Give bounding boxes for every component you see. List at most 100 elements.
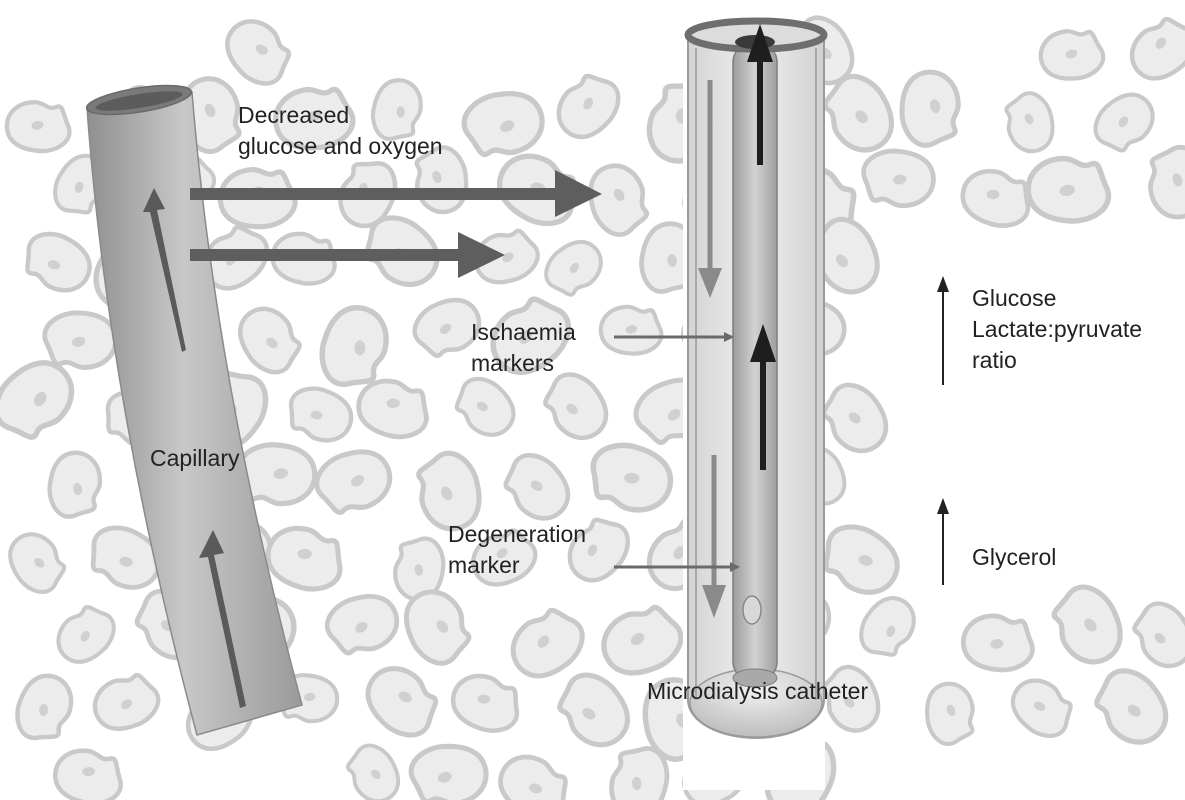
cell-nucleus (354, 340, 366, 356)
tissue-cell (1004, 91, 1055, 154)
cell-nucleus (892, 174, 907, 185)
tissue-cell (859, 596, 916, 657)
tissue-cell (365, 666, 439, 738)
tissue-cell (454, 376, 516, 437)
cell-nucleus (630, 632, 645, 646)
outer-flow-arrow-lower-icon (702, 585, 726, 618)
inner-flow-arrow-top-icon (747, 24, 773, 62)
cell-nucleus (569, 262, 579, 273)
tissue-cell (1093, 92, 1155, 153)
tissue-cell (404, 589, 472, 666)
cell-nucleus (613, 188, 625, 201)
cell-nucleus (1065, 49, 1078, 59)
capillary-flow-arrow-upper-icon (143, 188, 186, 352)
cell-nucleus (34, 391, 47, 407)
cell-nucleus (667, 253, 677, 268)
ischaemia-label-line-2: markers (471, 350, 555, 376)
capillary-label-text: Capillary (150, 445, 240, 471)
diffusion-arrows (190, 170, 602, 278)
cell-nucleus (519, 329, 532, 344)
tissue-cell (1094, 668, 1169, 745)
decreased-label-line-2: glucose and oxygen (238, 133, 443, 159)
cell-nucleus (496, 548, 508, 559)
cell-nucleus (500, 120, 515, 132)
tissue-cell (345, 743, 401, 800)
cell-nucleus (414, 564, 423, 576)
glucose-group-label: Glucose Lactate:pyruvate ratio (972, 283, 1142, 376)
glycerol-label-text: Glycerol (972, 544, 1057, 570)
cell-nucleus (835, 254, 849, 268)
cell-nucleus (1127, 704, 1141, 717)
cell-nucleus (1059, 184, 1075, 197)
tissue-cell (490, 296, 572, 375)
cell-nucleus (566, 403, 578, 415)
cell-nucleus (371, 769, 381, 780)
decreased-label-line-1: Decreased (238, 102, 350, 128)
tissue-cell (25, 231, 92, 293)
cell-nucleus (667, 408, 681, 421)
cell-nucleus (537, 635, 550, 648)
cell-nucleus (624, 472, 640, 484)
diffusion-arrow-lower-shaft (190, 249, 462, 261)
tissue-cell (609, 746, 670, 800)
tissue-cell (273, 86, 356, 151)
tissue-cell (567, 517, 630, 583)
tissue-cell (544, 239, 603, 297)
degeneration-label-line-2: marker (448, 552, 520, 578)
cell-nucleus (673, 546, 686, 560)
cell-nucleus (631, 776, 642, 791)
cell-nucleus (886, 625, 896, 637)
cell-nucleus (1155, 37, 1166, 49)
diffusion-arrow-upper-icon (555, 170, 602, 217)
tissue-cell (15, 673, 74, 741)
capillary-flow-arrow-lower-icon (199, 530, 246, 708)
tissue-cell (371, 78, 423, 141)
tissue-cell (1148, 145, 1185, 220)
capillary-label: Capillary (150, 443, 239, 474)
tissue-cell (8, 532, 67, 595)
cell-nucleus (398, 691, 412, 703)
tissue-cell (265, 525, 343, 592)
cell-nucleus (1033, 701, 1046, 711)
cell-nucleus (440, 323, 452, 335)
catheter-label: Microdialysis catheter (647, 676, 868, 707)
tissue-cell (899, 69, 961, 148)
diffusion-arrow-lower-icon (458, 232, 505, 278)
tissue-cell (543, 372, 609, 441)
cell-nucleus (582, 707, 596, 720)
cell-nucleus (386, 398, 400, 409)
catheter-pore (742, 595, 762, 625)
cell-nucleus (306, 110, 322, 122)
tissue-cell (960, 613, 1035, 673)
cell-nucleus (351, 475, 364, 487)
tissue-cell (42, 310, 119, 370)
lactate-pyruvate-label-line: Lactate:pyruvate (972, 316, 1143, 342)
cell-nucleus (297, 548, 312, 560)
tissue-cell (820, 664, 881, 733)
cell-nucleus (1172, 173, 1183, 187)
glycerol-label: Glycerol (972, 542, 1056, 573)
tissue-cell (408, 743, 489, 800)
cell-nucleus (310, 410, 323, 420)
cell-nucleus (355, 622, 368, 633)
increase-indicators (937, 276, 949, 585)
cell-nucleus (441, 486, 453, 501)
ischaemia-label: Ischaemia markers (471, 317, 576, 379)
catheter-label-text: Microdialysis catheter (647, 678, 869, 704)
cell-nucleus (858, 555, 873, 566)
tissue-cell (925, 681, 975, 746)
tissue-cell (1129, 16, 1185, 81)
tissue-cell (1010, 678, 1073, 738)
cell-nucleus (530, 480, 543, 491)
cell-nucleus (436, 620, 449, 633)
degeneration-label-line-1: Degeneration (448, 521, 587, 547)
tissue-cell (471, 528, 538, 587)
tissue-cell (1025, 155, 1112, 224)
tissue-cell (590, 442, 674, 513)
tissue-cell (556, 73, 621, 140)
tissue-cell (821, 382, 889, 454)
cell-nucleus (986, 189, 1000, 200)
tissue-cell (90, 525, 162, 590)
outer-flow-arrow-upper-icon (698, 268, 722, 298)
